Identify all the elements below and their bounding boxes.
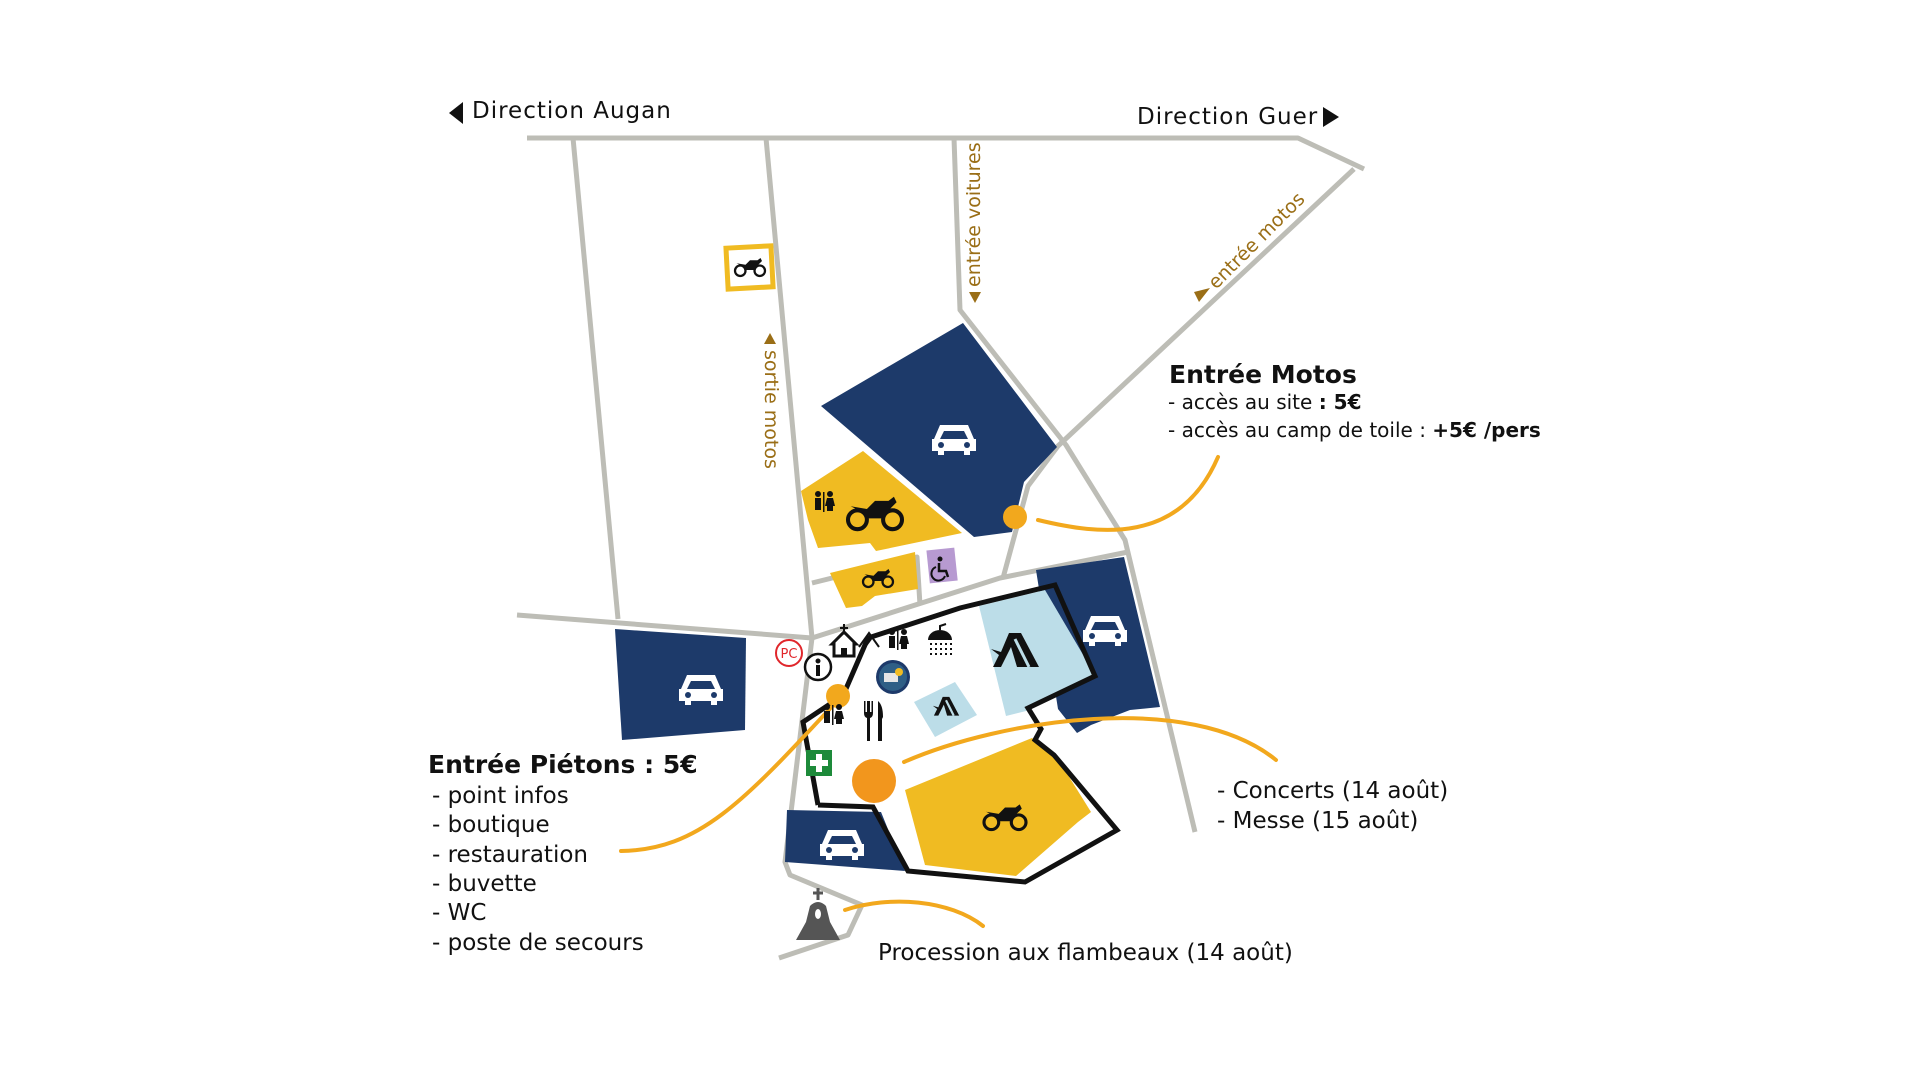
entrance-dot-pietons[interactable]	[826, 684, 850, 708]
road-left-vertical	[570, 137, 621, 620]
moto-parking-south[interactable]	[905, 738, 1091, 876]
shower-icon	[928, 623, 952, 655]
pc-label: PC	[781, 647, 798, 662]
fork-knife-icon	[864, 701, 883, 741]
tent-outline-icon	[858, 631, 880, 648]
car-parking-south[interactable]	[785, 810, 905, 871]
sortie-motos-label: sortie motos	[760, 350, 782, 469]
event-line: - Messe (15 août)	[1217, 808, 1418, 834]
callout-entree-motos	[1036, 455, 1220, 532]
entree-motos-label: entrée motos	[1204, 188, 1309, 293]
entree-motos-line-1: - accès au site : 5€	[1168, 390, 1361, 414]
procession-label: Procession aux flambeaux (14 août)	[878, 940, 1293, 966]
entree-voitures-label: entrée voitures	[963, 142, 985, 287]
callout-entree-pietons	[619, 698, 840, 853]
roads	[516, 135, 1366, 961]
zones	[615, 323, 1160, 876]
entree-pietons-item: - buvette	[432, 871, 537, 897]
arrow-entree-voitures-icon	[969, 292, 981, 303]
toilets-icon	[815, 491, 835, 512]
entree-pietons-item: - point infos	[432, 783, 569, 809]
car-icon	[1083, 616, 1127, 646]
festival-logo	[876, 660, 910, 694]
calvary-icon	[796, 888, 840, 940]
car-icon	[932, 425, 976, 455]
callout-events	[902, 716, 1278, 764]
entrance-dot-motos[interactable]	[1003, 505, 1027, 529]
entree-motos-title: Entrée Motos	[1169, 360, 1357, 389]
triangle-left-icon	[449, 102, 463, 124]
wheelchair-icon	[930, 556, 950, 582]
triangle-right-icon	[1323, 107, 1339, 127]
toilets-icon	[824, 704, 844, 725]
motorcycle-icon	[733, 258, 767, 278]
moto-box-sign	[723, 243, 776, 292]
stage-dot-concerts[interactable]	[852, 759, 896, 803]
car-icon	[820, 830, 864, 860]
entree-motos-line-2: - accès au camp de toile : +5€ /pers	[1168, 418, 1541, 442]
road-middle	[811, 549, 1129, 641]
motorcycle-icon	[982, 804, 1028, 832]
entree-pietons-item: - boutique	[432, 812, 550, 838]
entree-pietons-item: - WC	[432, 900, 486, 926]
camping-main[interactable]	[979, 590, 1095, 716]
motorcycle-icon	[861, 569, 895, 589]
arrow-sortie-motos-icon	[764, 333, 776, 344]
car-parking-west[interactable]	[615, 629, 746, 740]
road-entree-voitures	[951, 137, 1198, 833]
tent-icon	[991, 633, 1039, 668]
church-icon	[828, 624, 860, 658]
pc-icon: PC	[775, 639, 803, 667]
info-icon	[803, 652, 833, 682]
road-main-top	[527, 135, 1366, 172]
toilets-icon	[889, 629, 909, 650]
entree-motos-info: Entrée Motos - accès au site : 5€ - accè…	[1168, 360, 1541, 442]
callout-procession	[843, 899, 985, 928]
arrow-entree-motos-icon	[1194, 288, 1210, 302]
entree-pietons-item: - poste de secours	[432, 930, 644, 956]
first-aid-icon	[806, 750, 832, 776]
entree-pietons-title: Entrée Piétons : 5€	[428, 750, 698, 779]
road-entree-motos	[1000, 167, 1356, 579]
callouts	[619, 455, 1278, 928]
direction-guer-label: Direction Guer	[1137, 104, 1318, 130]
entree-pietons-info: Entrée Piétons : 5€ - point infos - bout…	[428, 750, 698, 956]
event-line: - Concerts (14 août)	[1217, 778, 1448, 804]
entree-pietons-item: - restauration	[432, 842, 588, 868]
motorcycle-icon	[845, 496, 905, 532]
accessible-zone	[926, 547, 958, 584]
tent-icon	[932, 696, 960, 717]
direction-augan-label: Direction Augan	[472, 98, 672, 124]
road-horizontal-left	[516, 612, 813, 641]
events-info: - Concerts (14 août) - Messe (15 août)	[1217, 778, 1448, 834]
car-icon	[679, 675, 723, 705]
